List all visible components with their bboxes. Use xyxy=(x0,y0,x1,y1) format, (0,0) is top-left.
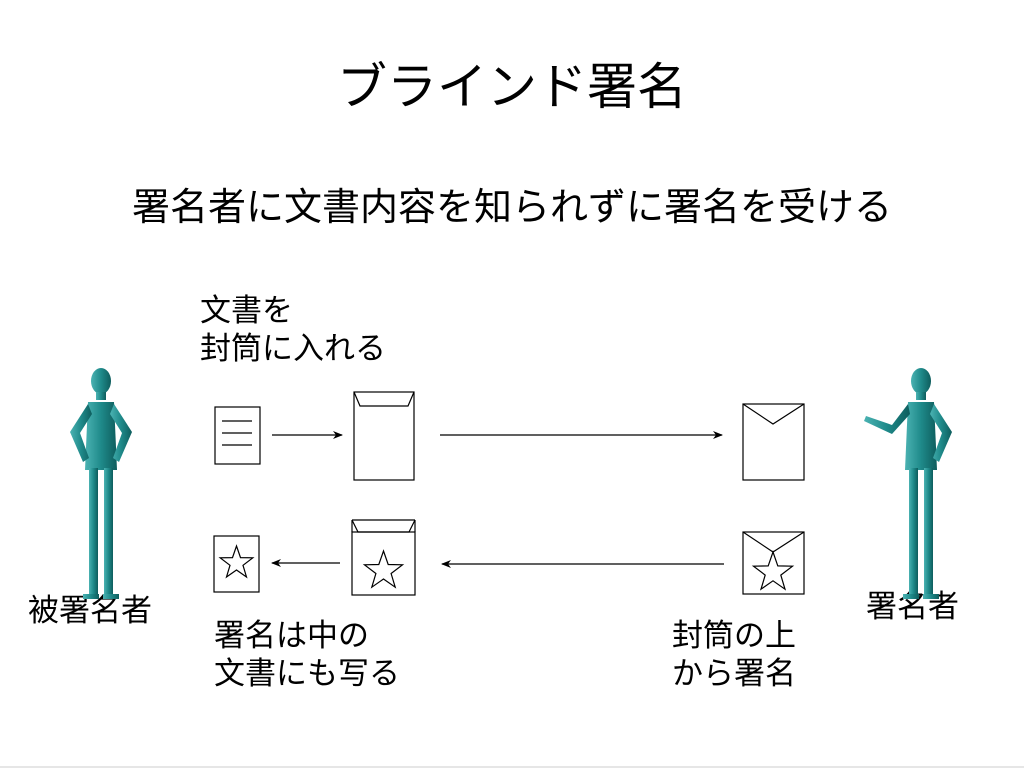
label-signature-transfers-line2: 文書にも写る xyxy=(214,656,400,692)
signed-document-icon xyxy=(213,535,260,593)
right-person-icon xyxy=(864,368,952,599)
signed-envelope-icon xyxy=(351,519,416,596)
slide-title: ブラインド署名 xyxy=(337,58,687,116)
document-icon xyxy=(214,406,261,465)
slide-subtitle: 署名者に文書内容を知られずに署名を受ける xyxy=(131,185,892,229)
star-icon xyxy=(218,544,255,579)
label-sign-on-envelope: 封筒の上 から署名 xyxy=(672,617,796,693)
label-put-in-envelope-line1: 文書を xyxy=(200,293,293,329)
label-signature-transfers: 署名は中の 文書にも写る xyxy=(214,617,400,693)
envelope-icon xyxy=(353,391,415,481)
star-icon xyxy=(362,549,405,589)
label-signature-transfers-line1: 署名は中の xyxy=(214,618,369,654)
label-sign-on-envelope-line1: 封筒の上 xyxy=(672,618,796,654)
label-put-in-envelope: 文書を 封筒に入れる xyxy=(200,292,386,368)
label-sign-on-envelope-line2: から署名 xyxy=(672,656,796,692)
footer-divider xyxy=(0,766,1024,768)
envelope-icon xyxy=(742,403,805,481)
left-person-icon xyxy=(70,368,132,599)
star-icon xyxy=(751,550,795,591)
label-put-in-envelope-line2: 封筒に入れる xyxy=(200,331,386,367)
signed-envelope-icon xyxy=(742,531,805,595)
